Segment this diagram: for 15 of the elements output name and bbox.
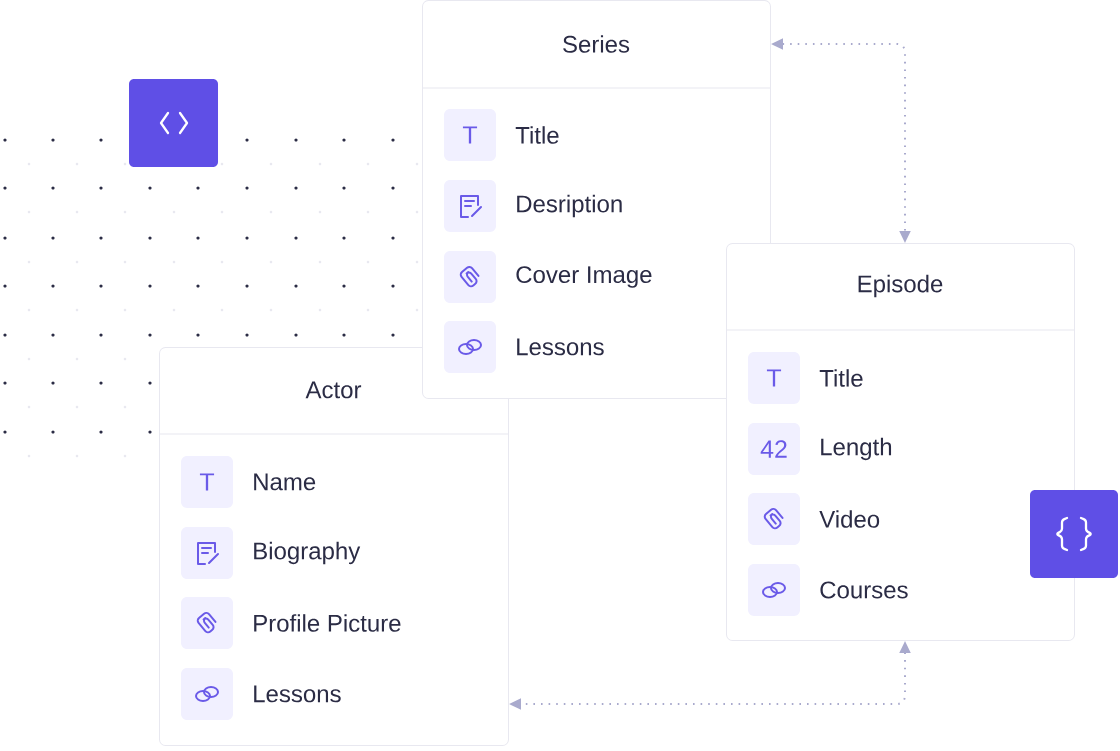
field-name: Video xyxy=(819,510,880,528)
field-name: Lessons xyxy=(517,338,604,356)
card-heading: Episode xyxy=(858,274,943,298)
field-name: Courses xyxy=(820,581,908,599)
field-name: Name xyxy=(254,473,316,491)
card-heading: Actor xyxy=(305,381,362,399)
field-name: Lessons xyxy=(254,685,341,703)
field-name: Desription xyxy=(517,194,622,218)
field-name: Title xyxy=(515,126,559,144)
field-name: Profile Picture xyxy=(254,614,401,632)
field-name: Biography xyxy=(254,541,361,565)
field-name: Cover Image xyxy=(516,266,652,288)
field-name: Length xyxy=(821,437,892,461)
field-name: Title xyxy=(819,369,863,387)
card-heading: Series xyxy=(563,35,630,53)
